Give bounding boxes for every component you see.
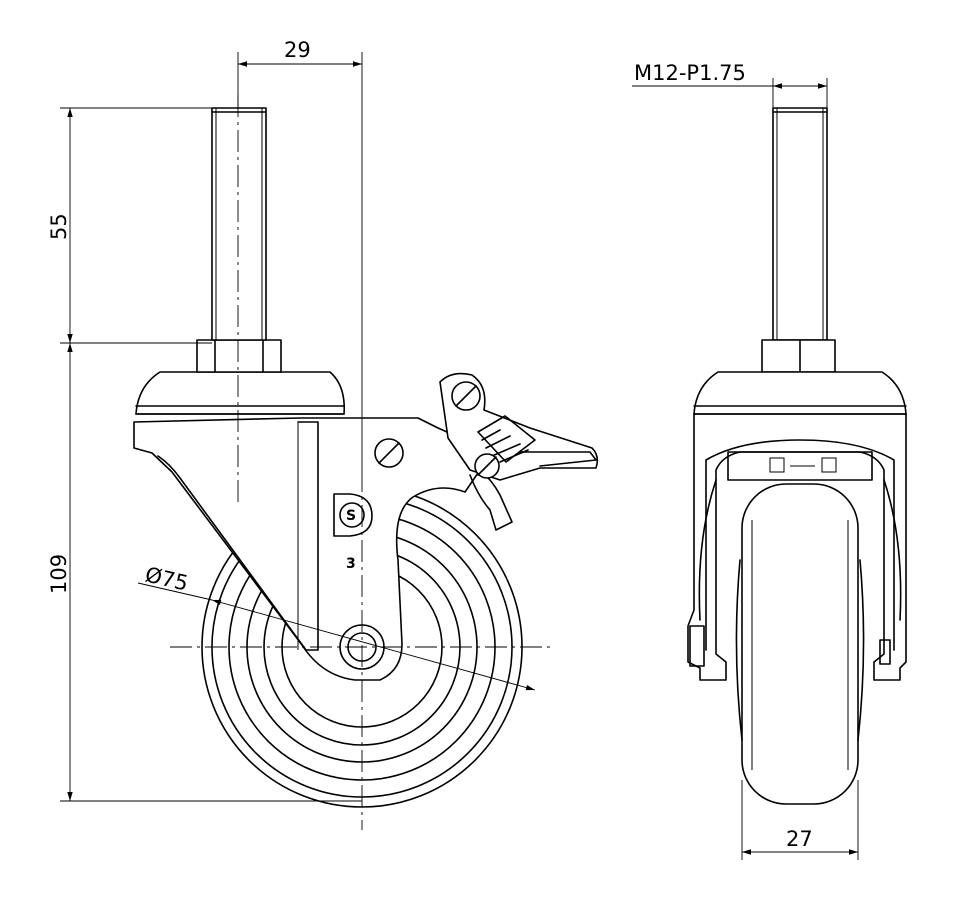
dim-wheel-width: 27 bbox=[741, 780, 859, 860]
dim-height: 109 bbox=[47, 343, 362, 802]
dim-109-label: 109 bbox=[47, 554, 71, 594]
threaded-stem bbox=[211, 107, 267, 341]
hex-nut bbox=[196, 339, 282, 373]
dim-stem-offset: 29 bbox=[237, 38, 363, 470]
dim-stem-length: 55 bbox=[47, 107, 212, 344]
side-view: S 3 29 55 109 Ø75 bbox=[47, 38, 599, 830]
dim-thread: M12-P1.75 bbox=[632, 61, 828, 108]
dim-55-label: 55 bbox=[47, 213, 71, 240]
swivel-housing bbox=[135, 371, 346, 415]
dim-27-label: 27 bbox=[786, 827, 813, 851]
hex-nut-front bbox=[761, 339, 836, 373]
dim-thread-label: M12-P1.75 bbox=[634, 61, 746, 85]
dim-diameter-label: Ø75 bbox=[143, 562, 191, 595]
swivel-housing-front bbox=[693, 371, 907, 415]
part-number-mark: 3 bbox=[346, 556, 356, 572]
dim-29-label: 29 bbox=[284, 38, 311, 62]
front-view: M12-P1.75 27 bbox=[632, 61, 907, 860]
threaded-stem-front bbox=[772, 107, 828, 341]
svg-text:S: S bbox=[346, 508, 356, 524]
brand-logo: S bbox=[333, 493, 373, 537]
brake-assembly bbox=[439, 372, 599, 531]
wheel-front bbox=[735, 483, 865, 805]
